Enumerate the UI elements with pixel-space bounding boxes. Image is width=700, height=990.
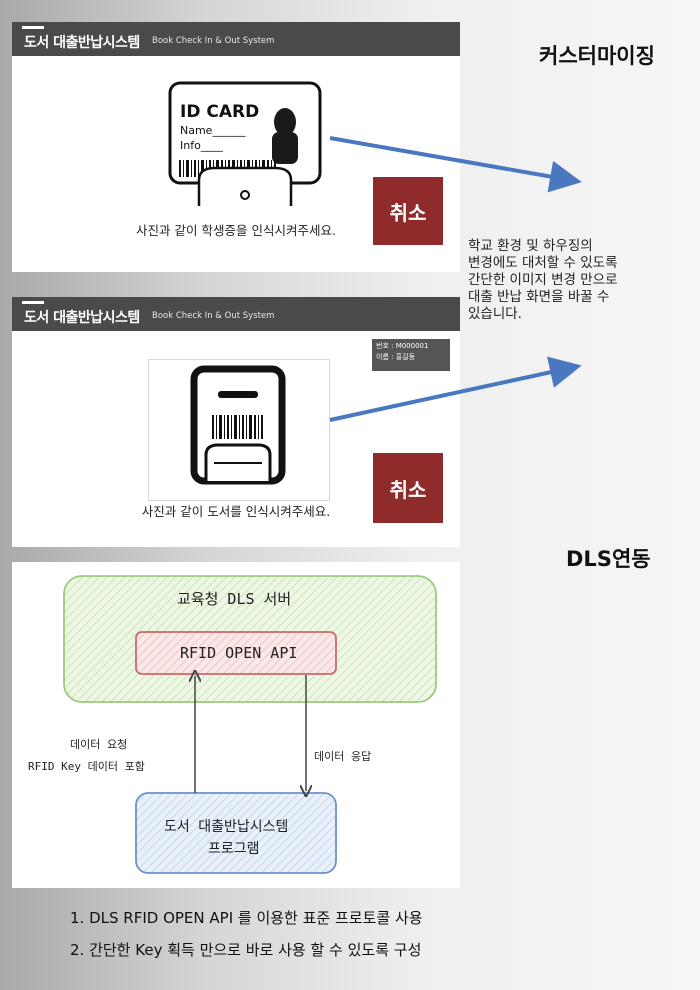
app-subtitle: Book Check In & Out System: [152, 36, 275, 46]
member-info-box: 번호 : M000001 이름 : 홍길동: [372, 339, 450, 371]
card-info-line: Info____: [180, 139, 223, 152]
app-title: 도서 대출반납시스템: [24, 35, 140, 51]
customizing-heading: 커스터마이징: [539, 44, 655, 68]
program-box: [135, 792, 337, 874]
guide-text: 사진과 같이 도서를 인식시켜주세요.: [141, 504, 331, 519]
kiosk-title-bar: 도서 대출반납시스템 Book Check In & Out System: [12, 297, 460, 331]
request-label-2: RFID Key 데이터 포함: [28, 760, 145, 773]
card-title: ID CARD: [180, 102, 260, 122]
screen-book: 도서 대출반납시스템 Book Check In & Out System 번호…: [12, 297, 460, 547]
app-title: 도서 대출반납시스템: [24, 310, 140, 326]
note-2: 2. 간단한 Key 획득 만으로 바로 사용 할 수 있도록 구성: [70, 941, 422, 959]
kiosk-title-bar: 도서 대출반납시스템 Book Check In & Out System: [12, 22, 460, 56]
customizing-line: 변경에도 대처할 수 있도록: [468, 255, 618, 271]
id-card-illustration: [168, 81, 322, 206]
cancel-button[interactable]: 취소: [373, 177, 443, 245]
customizing-description: 학교 환경 및 하우징의 변경에도 대처할 수 있도록 간단한 이미지 변경 만…: [468, 238, 618, 323]
customizing-line: 간단한 이미지 변경 만으로: [468, 272, 618, 288]
person-head-icon: [274, 108, 296, 136]
app-subtitle: Book Check In & Out System: [152, 311, 275, 321]
dls-diagram: 교육청 DLS 서버 RFID OPEN API 데이터 요청 RFID Key…: [12, 562, 460, 888]
dls-heading: DLS연동: [566, 547, 651, 571]
program-label-1: 도서 대출반납시스템: [164, 819, 289, 835]
connector-arrows: [329, 136, 582, 422]
dls-server-label: 교육청 DLS 서버: [177, 590, 292, 608]
member-number: 번호 : M000001: [376, 342, 429, 350]
dls-diagram-shapes: [63, 575, 437, 874]
title-accent-line: [22, 301, 44, 304]
response-label: 데이터 응답: [314, 750, 372, 763]
program-label-2: 프로그램: [208, 841, 260, 857]
note-1: 1. DLS RFID OPEN API 를 이용한 표준 프로토콜 사용: [70, 909, 423, 927]
rfid-api-box: [135, 631, 337, 675]
book-scanner-illustration: [190, 365, 286, 485]
request-label-1: 데이터 요청: [70, 738, 128, 751]
rfid-api-label: RFID OPEN API: [180, 644, 298, 662]
arrow-screen2: [329, 356, 582, 422]
customizing-line: 대출 반납 화면을 바꿀 수: [468, 289, 610, 305]
card-reader-slot: [197, 166, 293, 206]
customizing-line: 있습니다.: [468, 306, 522, 322]
member-name: 이름 : 홍길동: [376, 353, 416, 361]
card-name-line: Name______: [180, 124, 246, 137]
customizing-line: 학교 환경 및 하우징의: [468, 238, 593, 254]
cancel-button[interactable]: 취소: [373, 453, 443, 523]
title-accent-line: [22, 26, 44, 29]
guide-text: 사진과 같이 학생증을 인식시켜주세요.: [136, 223, 336, 238]
arrow-screen1: [329, 136, 582, 193]
